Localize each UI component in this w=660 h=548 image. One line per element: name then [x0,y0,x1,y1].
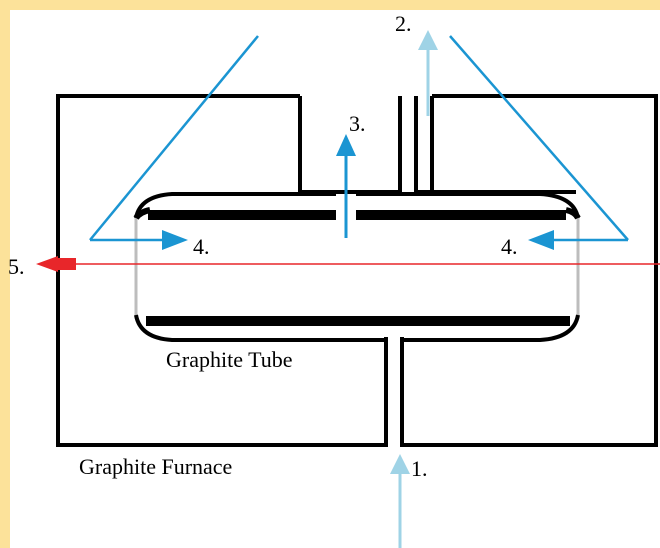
graphite-furnace-body [56,94,658,447]
label-step-5: 5. [8,254,25,279]
light-beam [36,256,660,272]
arrow-left-icon [36,256,58,272]
arrow-up-icon [336,134,356,156]
label-step-1: 1. [411,456,428,481]
arrow-left-icon [528,230,554,250]
graphite-tube [133,192,581,342]
vapor-exit-arrow [336,134,356,238]
label-step-2: 2. [395,11,412,36]
label-graphite-furnace: Graphite Furnace [79,454,232,479]
arrow-up-icon [418,30,438,50]
arrow-up-icon [390,454,410,474]
arrow-right-icon [162,230,188,250]
right-gas-flow-path [449,35,629,242]
label-graphite-tube: Graphite Tube [166,347,293,372]
diagram-canvas [10,10,660,548]
label-step-4-right: 4. [501,234,518,259]
gas-outlet-arrow [418,30,438,116]
label-step-4-left: 4. [193,234,210,259]
left-gas-flow-path [89,35,259,242]
gas-inlet-arrow [390,454,410,548]
label-step-3: 3. [349,111,366,136]
